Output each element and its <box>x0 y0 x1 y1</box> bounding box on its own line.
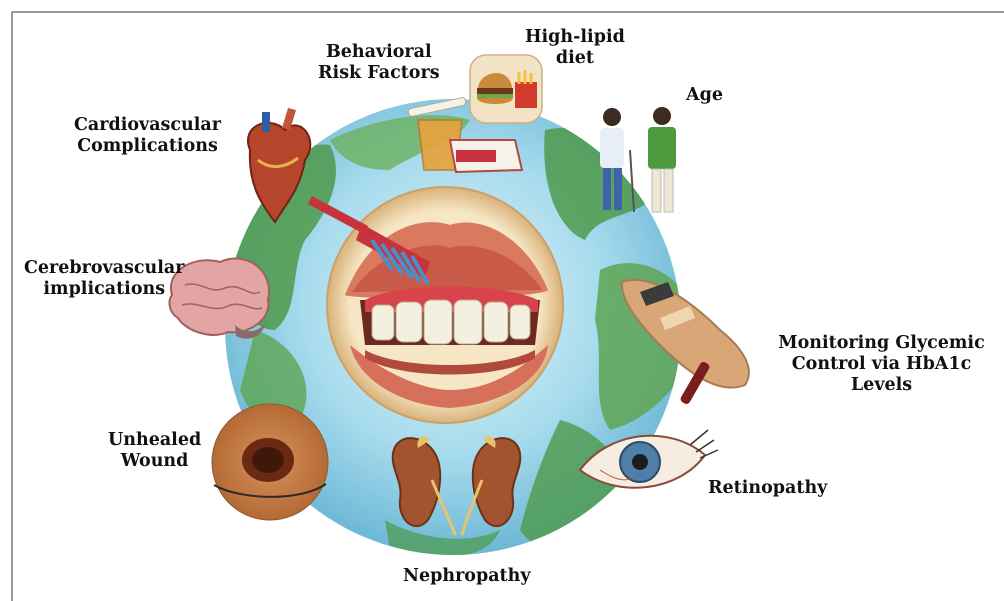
label-age: Age <box>686 85 723 106</box>
label-monitoring-glycemic-control: Monitoring Glycemic Control via HbA1c Le… <box>759 333 1004 396</box>
label-behavioral-risk-factors: Behavioral Risk Factors <box>318 42 440 84</box>
wound-icon <box>212 404 328 520</box>
label-retinopathy: Retinopathy <box>708 478 827 499</box>
label-cerebrovascular-implications: Cerebrovascular implications <box>24 258 185 300</box>
label-high-lipid-diet: High-lipid diet <box>525 27 625 69</box>
label-unhealed-wound: Unhealed Wound <box>108 430 201 472</box>
label-nephropathy: Nephropathy <box>403 566 531 587</box>
mouth-icon <box>327 187 563 423</box>
label-cardiovascular-complications: Cardiovascular Complications <box>74 115 221 157</box>
